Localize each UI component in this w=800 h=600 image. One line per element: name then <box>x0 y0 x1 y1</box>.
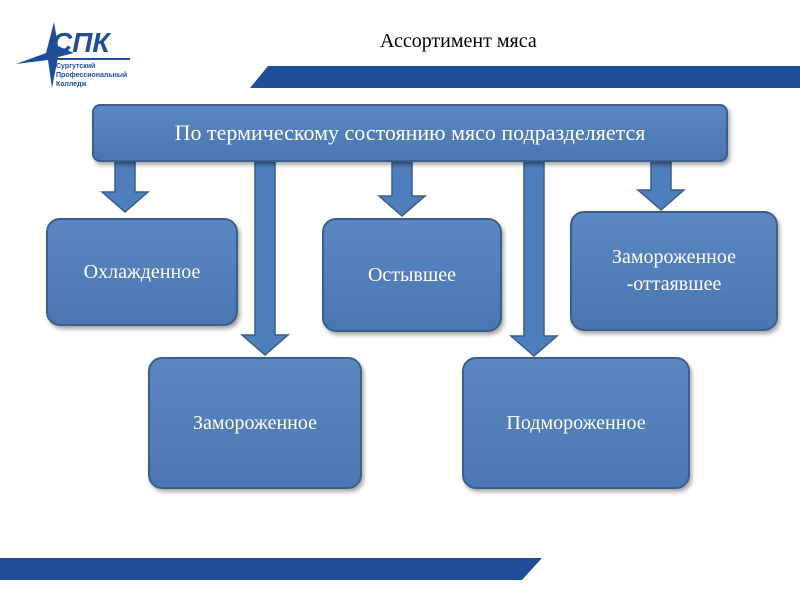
logo-subtitle-line-1: Сургутский <box>56 62 95 70</box>
node-frozen-thawed: Замороженное -оттаявшее <box>570 211 778 331</box>
root-node: По термическому состоянию мясо подраздел… <box>92 104 728 162</box>
arrow-to-frozen <box>239 161 291 356</box>
college-logo: СПК Сургутский Профессиональный Колледж <box>16 22 130 88</box>
logo-name: СПК <box>52 27 111 58</box>
node-subfrozen: Подмороженное <box>462 357 690 489</box>
star-icon <box>16 22 74 88</box>
arrow-to-subfrozen <box>508 161 560 357</box>
logo-subtitle-line-2: Профессиональный <box>56 71 127 79</box>
node-chilled: Охлажденное <box>46 218 238 326</box>
arrow-to-cooled <box>376 161 428 217</box>
node-cooled: Остывшее <box>322 218 502 332</box>
page-title: Ассортимент мяса <box>380 30 537 52</box>
arrow-to-chilled <box>99 161 151 213</box>
node-frozen: Замороженное <box>148 357 362 489</box>
logo-subtitle-line-3: Колледж <box>56 81 88 88</box>
node-frozen-thawed-label: Замороженное -оттаявшее <box>611 246 736 295</box>
arrow-to-thawed <box>635 161 687 211</box>
